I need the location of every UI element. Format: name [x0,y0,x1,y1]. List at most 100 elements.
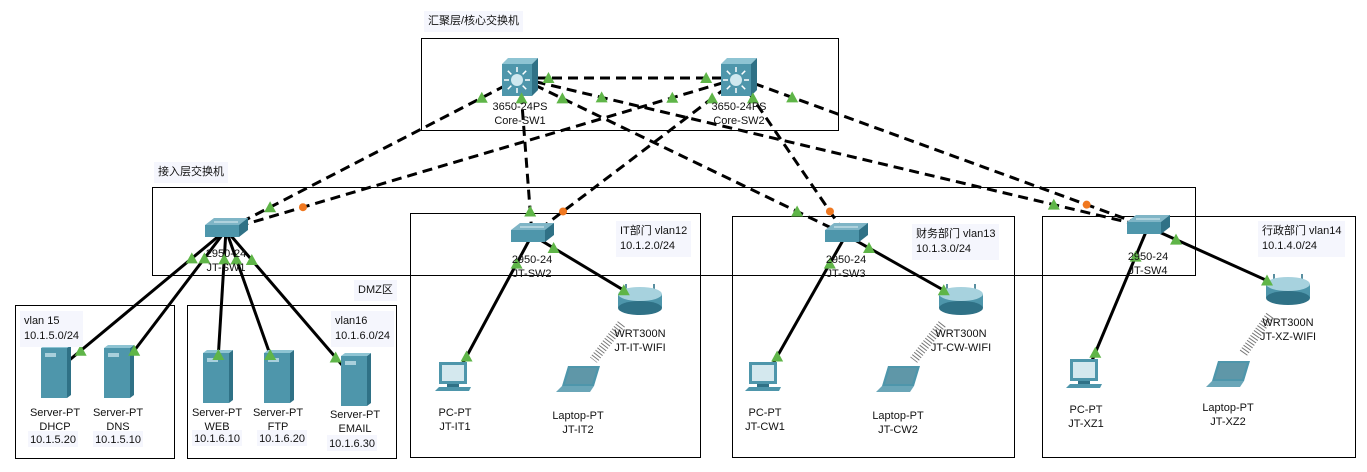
vlan16-label: vlan16 [335,315,368,327]
device-name-label: JT-XZ1 [1068,418,1103,430]
ip-note-bg [28,431,78,447]
link-status-up-icon [264,348,277,360]
vlan15-area-box [15,305,175,459]
vlan15-subnet-label: 10.1.5.0/24 [24,330,80,342]
device-name-label: DNS [106,421,129,433]
cw-area-box [732,216,1015,458]
device-ip-label: 10.1.6.20 [259,433,305,445]
server-icon [104,345,134,398]
device-jt-xz1[interactable] [1066,359,1102,388]
device-model-label: Server-PT [192,407,242,419]
device-jt-it2[interactable] [556,366,600,392]
device-jt-cw2[interactable] [876,366,920,392]
link-status-up-icon [786,91,799,103]
switch-icon [825,223,868,242]
link-status-up-icon [245,254,258,265]
device-name-label: DHCP [39,421,70,433]
link-core2-sw1[interactable] [225,76,740,232]
device-model-label: 3650-24PS [711,101,766,113]
link-core1-sw3[interactable] [519,76,847,237]
link-status-up-icon [230,253,243,265]
link-sw1-email[interactable] [224,229,357,381]
link-core2-sw2[interactable] [531,76,740,237]
server-icon [341,353,371,406]
device-name-label: JT-SW3 [826,268,865,280]
link-status-up-icon [74,344,87,356]
multilayer-switch-icon [721,58,757,96]
cw-subnet-label: 10.1.3.0/24 [916,243,972,255]
ip-note-bg [192,430,242,446]
link-status-up-icon [185,252,198,264]
device-name-label: JT-XZ-WIFI [1260,331,1316,343]
link-status-up-icon [542,72,555,83]
device-name-label: JT-SW4 [1128,265,1167,277]
core-area-title: 汇聚层/核心交换机 [424,11,524,32]
link-status-up-icon [198,252,211,264]
device-model-label: Server-PT [93,407,143,419]
switch-icon [1127,215,1170,234]
device-model-label: Server-PT [330,409,380,421]
device-jt-it1[interactable] [435,362,471,391]
it-subnet-label: 10.1.2.0/24 [620,240,676,252]
link-status-up-icon [1129,250,1142,262]
link-status-up-icon [1261,274,1273,286]
device-name-label: EMAIL [338,423,371,435]
device-dns[interactable] [104,345,134,398]
device-dhcp[interactable] [41,345,71,398]
device-jt-it-wifi[interactable] [618,284,662,315]
device-model-label: Laptop-PT [552,410,604,422]
device-jt-sw1[interactable] [205,218,248,237]
link-status-up-icon [524,205,537,217]
device-ftp[interactable] [264,350,294,403]
link-core1-sw1[interactable] [225,76,521,232]
wireless-router-icon [618,284,662,315]
server-icon [264,350,294,403]
multilayer-switch-icon [502,58,538,96]
pc-icon [435,362,471,391]
device-jt-cw-wifi[interactable] [939,284,983,315]
server-icon [41,345,71,398]
device-name-label: JT-IT1 [439,421,470,433]
device-model-label: WRT300N [935,328,986,340]
device-web[interactable] [203,350,233,403]
device-jt-xz2[interactable] [1206,361,1250,387]
device-name-label: Core-SW1 [494,115,545,127]
switch-icon [205,218,248,237]
device-model-label: 2950-24 [206,248,246,260]
device-name-label: JT-CW1 [745,421,785,433]
link-status-up-icon [1089,346,1102,358]
device-ip-label: 10.1.6.10 [194,433,240,445]
device-ip-label: 10.1.6.30 [329,438,375,450]
link-status-blocking-icon [825,207,834,216]
pc-icon [745,362,781,391]
device-jt-sw4[interactable] [1127,215,1170,234]
device-ip-label: 10.1.5.20 [30,434,76,446]
device-jt-sw3[interactable] [825,223,868,242]
link-status-up-icon [460,350,473,362]
link-status-up-icon [706,92,719,104]
device-model-label: 2950-24 [1128,251,1168,263]
xz-vlan-label: 行政部门 vlan14 [1262,225,1342,237]
device-jt-sw2[interactable] [511,223,554,242]
link-core2-sw4[interactable] [738,76,1149,229]
link-status-up-icon [212,348,225,360]
ip-note-bg [93,431,143,447]
device-core-sw1[interactable] [502,58,538,96]
link-core1-sw4[interactable] [519,76,1149,229]
ip-note-bg [257,430,307,446]
link-r3-lt3[interactable] [1239,312,1274,357]
device-model-label: PC-PT [439,407,472,419]
link-status-up-icon [1047,198,1060,210]
link-status-up-icon [666,91,679,103]
link-status-up-icon [746,92,759,104]
device-jt-cw1[interactable] [745,362,781,391]
device-email[interactable] [341,353,371,406]
device-jt-xz-wifi[interactable] [1266,274,1310,305]
link-status-up-icon [218,253,231,265]
wireless-router-icon [939,284,983,315]
device-model-label: WRT300N [614,328,665,340]
device-core-sw2[interactable] [721,58,757,96]
link-sw1-dhcp[interactable] [54,228,227,374]
